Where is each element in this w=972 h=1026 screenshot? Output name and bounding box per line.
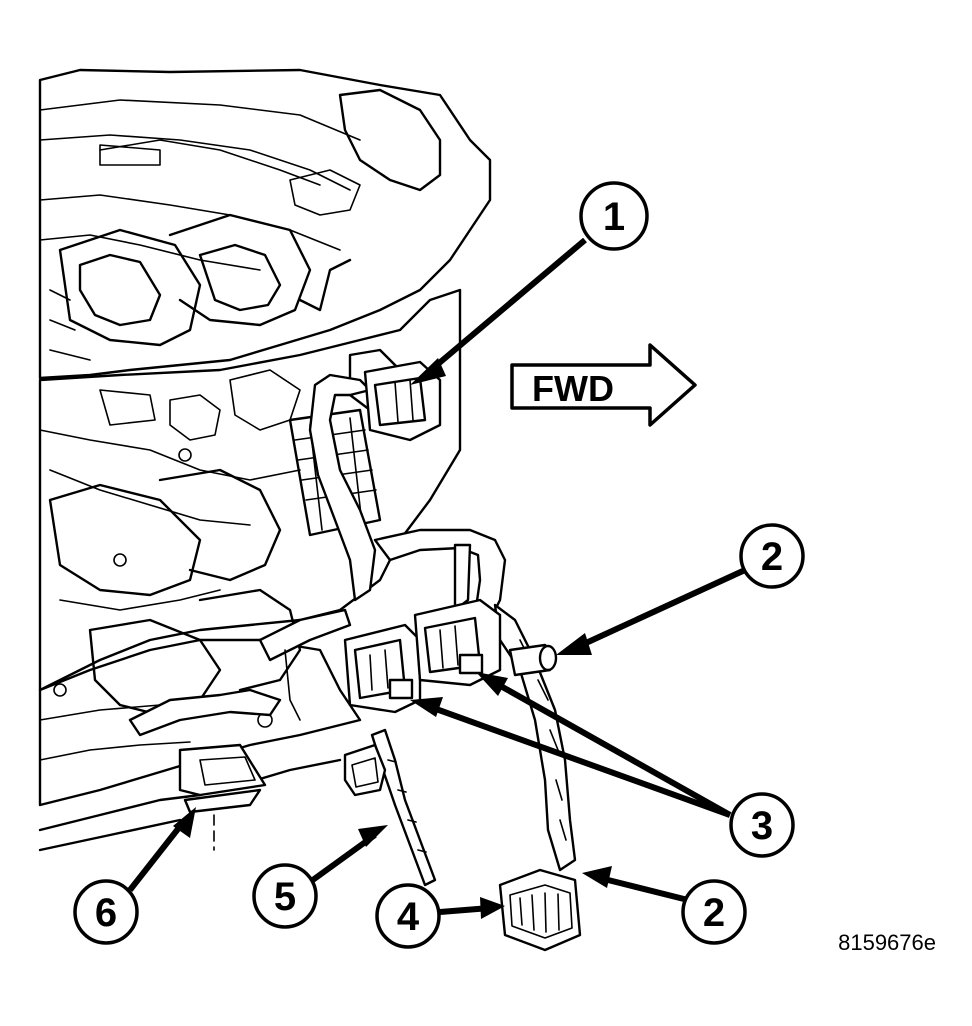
callout-3: 3	[729, 792, 795, 858]
callout-1: 1	[579, 181, 649, 251]
connector-3-right	[413, 598, 502, 687]
retainer-clip-2	[508, 643, 558, 677]
fwd-arrow: FWD	[510, 343, 697, 427]
wiring-harness	[128, 373, 577, 887]
connector-3-left	[343, 623, 422, 714]
connector-5	[343, 743, 387, 797]
callout-4: 4	[375, 883, 441, 949]
figure-id: 8159676e	[838, 930, 936, 955]
svg-text:2: 2	[761, 535, 783, 579]
connector-4	[498, 868, 582, 952]
callout-5: 5	[252, 863, 318, 929]
svg-text:2: 2	[703, 891, 725, 935]
leader-lines	[127, 237, 747, 919]
callout-2-upper: 2	[739, 523, 805, 589]
callout-2-lower: 2	[681, 879, 747, 945]
svg-text:1: 1	[603, 195, 625, 239]
svg-text:5: 5	[274, 875, 296, 919]
svg-text:6: 6	[95, 891, 117, 935]
engine-linework	[38, 68, 492, 852]
svg-text:4: 4	[397, 895, 420, 939]
svg-text:3: 3	[751, 804, 773, 848]
callout-6: 6	[73, 879, 139, 945]
fwd-label: FWD	[532, 368, 614, 409]
